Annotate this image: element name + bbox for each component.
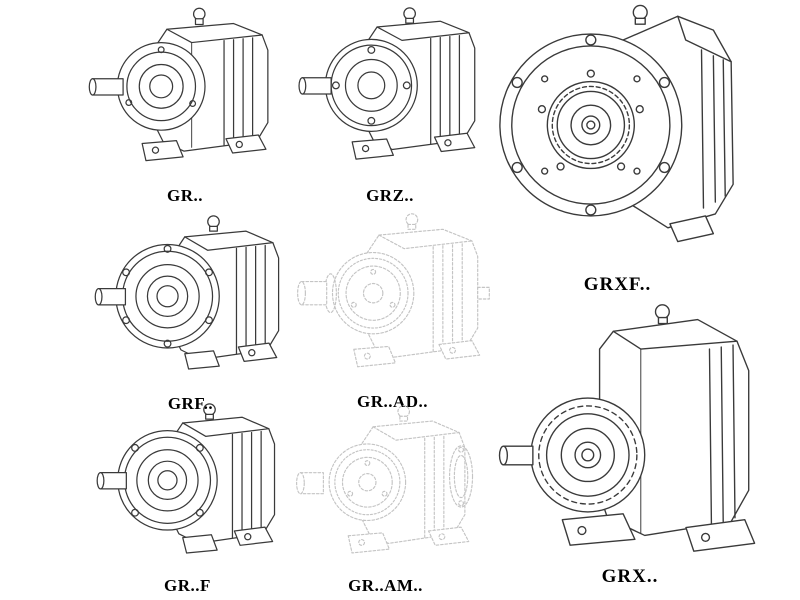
label-grad: GR..AD.. — [356, 392, 429, 411]
grxf-drawing — [498, 4, 734, 243]
figure-grxf: GRXF.. — [490, 0, 745, 296]
label-grz: GRZ.. — [366, 186, 414, 205]
grff-drawing — [96, 403, 275, 554]
figure-gr: GR.. — [85, 4, 285, 206]
label-grff: GR..F — [164, 576, 211, 595]
gram-drawing — [295, 405, 473, 554]
label-grx: GRX.. — [601, 566, 659, 587]
label-grxf: GRXF.. — [583, 274, 652, 295]
grad-drawing — [296, 213, 490, 368]
figure-grf: GRF.. — [88, 212, 293, 414]
figure-grff: GR..F — [90, 400, 285, 596]
grf-drawing — [94, 215, 279, 370]
figure-grad: GR..AD.. — [290, 208, 495, 412]
figure-grx: GRX.. — [495, 298, 765, 588]
label-grf: GRF.. — [167, 394, 214, 413]
figure-gram: GR..AM.. — [288, 400, 483, 596]
gr-drawing — [88, 7, 269, 162]
label-gr: GR.. — [167, 186, 203, 205]
label-gram: GR..AM.. — [348, 576, 423, 595]
grx-drawing — [498, 304, 756, 552]
grz-drawing — [298, 7, 476, 160]
figure-grz: GRZ.. — [295, 4, 485, 206]
